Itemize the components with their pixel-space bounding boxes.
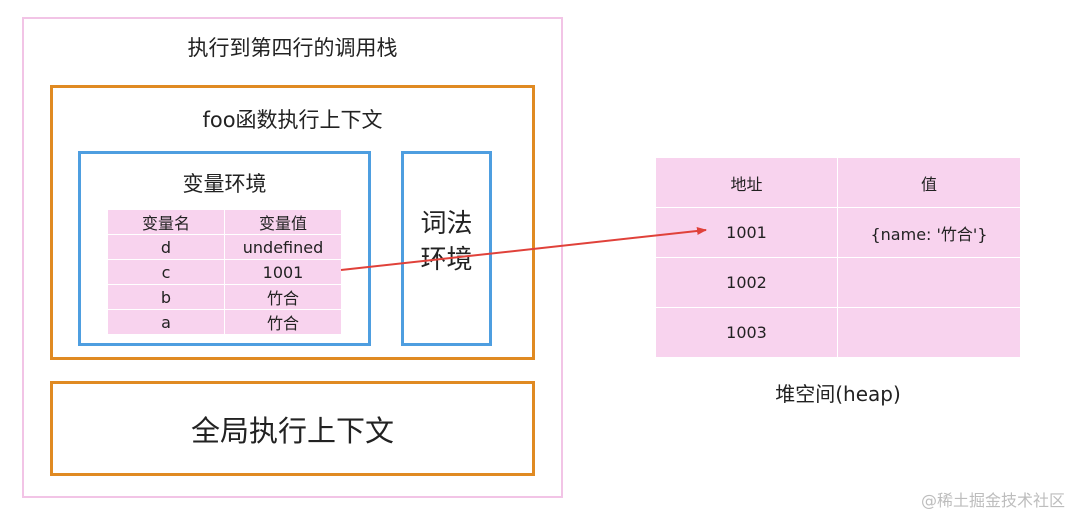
variable-table: 变量名 变量值 d undefined c 1001 b 竹合 a 竹合: [108, 210, 341, 335]
variable-name: c: [108, 259, 225, 285]
heap-value: [837, 257, 1020, 308]
heap-table-header: 地址 值: [656, 158, 1020, 208]
table-row: b 竹合: [108, 284, 341, 310]
watermark: @稀土掘金技术社区: [920, 491, 1065, 510]
call-stack-title: 执行到第四行的调用栈: [187, 36, 398, 60]
column-header-address: 地址: [656, 158, 838, 208]
variable-name: d: [108, 234, 225, 260]
global-context-title: 全局执行上下文: [190, 414, 394, 448]
heap-title: 堆空间(heap): [775, 382, 901, 406]
variable-name: a: [108, 309, 225, 335]
table-row: d undefined: [108, 234, 341, 260]
lexical-environment-line2: 环境: [420, 245, 473, 275]
table-row: 1003: [656, 307, 1020, 358]
heap-address: 1003: [656, 307, 838, 358]
foo-execution-context: [50, 85, 535, 360]
heap-address: 1002: [656, 257, 838, 308]
heap-value: [837, 307, 1020, 358]
table-row: 1001 {name: '竹合'}: [656, 207, 1020, 258]
variable-value: 竹合: [224, 284, 341, 310]
variable-value: 竹合: [224, 309, 341, 335]
foo-context-title: foo函数执行上下文: [202, 108, 383, 132]
global-execution-context: [50, 381, 535, 476]
variable-value: undefined: [224, 234, 341, 260]
heap-table: 地址 值 1001 {name: '竹合'} 1002 1003: [656, 158, 1020, 358]
heap-address: 1001: [656, 207, 838, 258]
table-row: c 1001: [108, 259, 341, 285]
table-row: 1002: [656, 257, 1020, 308]
variable-environment-title: 变量环境: [182, 172, 267, 196]
column-header-heap-value: 值: [837, 158, 1020, 208]
column-header-name: 变量名: [108, 210, 225, 235]
lexical-environment-line1: 词法: [420, 209, 473, 239]
heap-value: {name: '竹合'}: [837, 207, 1020, 258]
lexical-environment-label: 词法 环境: [401, 206, 492, 278]
column-header-value: 变量值: [224, 210, 341, 235]
variable-name: b: [108, 284, 225, 310]
table-row: a 竹合: [108, 309, 341, 335]
variable-table-header: 变量名 变量值: [108, 210, 341, 235]
variable-value: 1001: [224, 259, 341, 285]
